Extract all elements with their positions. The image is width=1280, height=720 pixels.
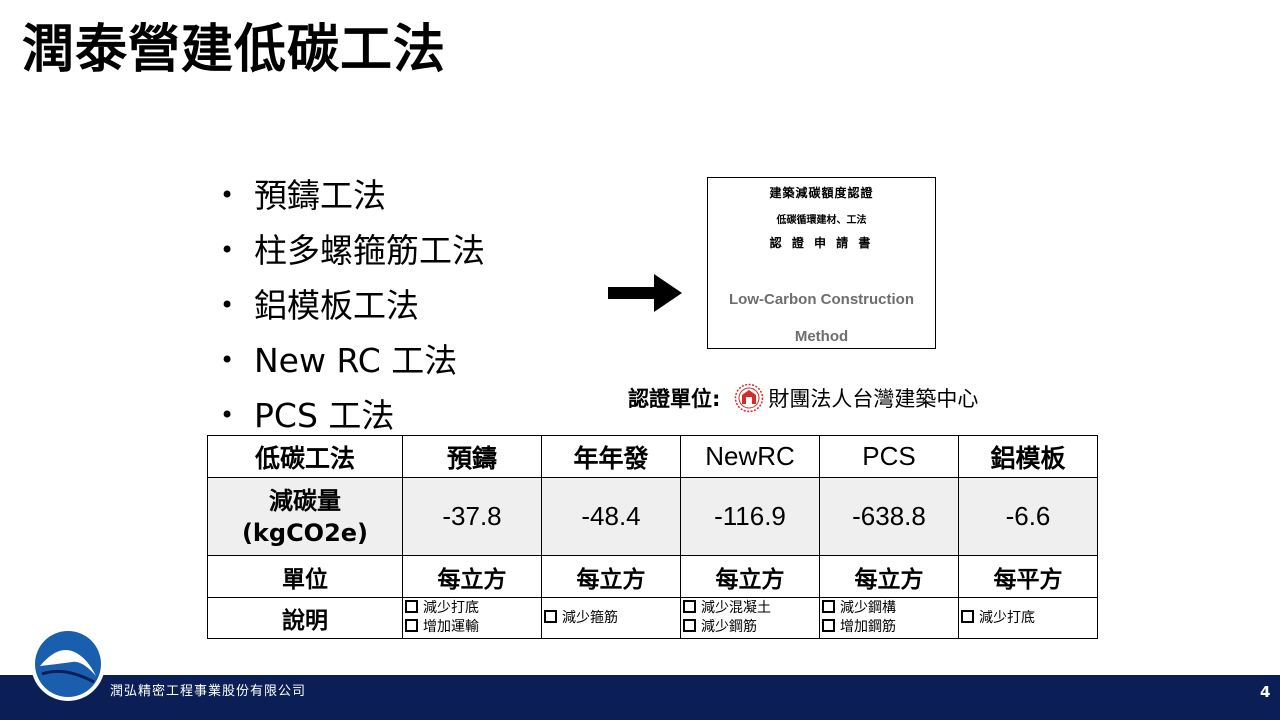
carbon-reduction-table: 低碳工法 預鑄 年年發 NewRC PCS 鋁模板 減碳量 (kgCO2e) -…	[207, 435, 1098, 639]
table-header-row: 低碳工法 預鑄 年年發 NewRC PCS 鋁模板	[207, 435, 1098, 478]
table-header-cell: 年年發	[541, 435, 681, 478]
cert-org-name: 財團法人台灣建築中心	[768, 387, 979, 411]
bullet-dot-icon: •	[220, 181, 235, 209]
unit-cell: 每立方	[680, 555, 820, 598]
reduction-value-cell: -37.8	[402, 477, 542, 556]
unit-cell: 每平方	[958, 555, 1098, 598]
checkbox-icon	[822, 600, 835, 613]
row-label-description: 說明	[207, 597, 403, 639]
checkbox-icon	[544, 609, 557, 623]
checkbox-icon	[405, 600, 418, 613]
slide-title: 潤泰營建低碳工法	[22, 20, 447, 80]
row-label-unit: 單位	[207, 555, 403, 598]
row-label-reduction: 減碳量 (kgCO2e)	[207, 477, 403, 556]
table-header-cell: 低碳工法	[207, 435, 403, 478]
certificate-heading: 認 證 申 請 書	[769, 236, 874, 250]
table-header-cell: PCS	[819, 435, 959, 478]
table-header-cell: 鋁模板	[958, 435, 1098, 478]
unit-cell: 每立方	[541, 555, 681, 598]
certificate-english-line: Method	[794, 328, 849, 345]
bullet-dot-icon: •	[220, 236, 235, 264]
page-number: 4	[1260, 683, 1271, 701]
description-cell: 減少箍筋	[541, 597, 681, 639]
table-header-cell: 預鑄	[402, 435, 542, 478]
certificate-english-line: Low-Carbon Construction	[729, 291, 914, 308]
bullet-item: •鋁模板工法	[216, 278, 485, 333]
table-row-description: 說明 減少打底 增加運輸 減少箍筋 減少混凝土 減少鋼筋 減少鋼構 增加鋼筋 減…	[207, 597, 1098, 639]
taiwan-architecture-center-logo-icon	[735, 383, 764, 413]
bullet-item: •PCS 工法	[216, 388, 485, 443]
description-cell: 減少混凝土 減少鋼筋	[680, 597, 820, 639]
certification-organization: 認證單位: 財團法人台灣建築中心	[628, 382, 978, 414]
checkbox-icon	[683, 600, 696, 613]
checkbox-icon	[683, 619, 696, 632]
checkbox-icon	[961, 609, 974, 623]
table-row-unit: 單位 每立方 每立方 每立方 每立方 每平方	[207, 555, 1098, 598]
checkbox-icon	[822, 619, 835, 632]
reduction-value-cell: -6.6	[958, 477, 1098, 556]
bullet-dot-icon: •	[220, 346, 235, 374]
footer-bar: 潤弘精密工程事業股份有限公司 4	[0, 675, 1280, 720]
unit-cell: 每立方	[402, 555, 542, 598]
right-arrow-icon	[608, 274, 682, 312]
description-cell: 減少鋼構 增加鋼筋	[819, 597, 959, 639]
company-logo-icon	[31, 627, 105, 701]
description-cell: 減少打底 增加運輸	[402, 597, 542, 639]
table-row-reduction: 減碳量 (kgCO2e) -37.8 -48.4 -116.9 -638.8 -…	[207, 477, 1098, 556]
reduction-value-cell: -48.4	[541, 477, 681, 556]
unit-cell: 每立方	[819, 555, 959, 598]
bullet-item: •New RC 工法	[216, 333, 485, 388]
bullet-item: •柱多螺箍筋工法	[216, 223, 485, 278]
reduction-value-cell: -116.9	[680, 477, 820, 556]
bullet-dot-icon: •	[220, 291, 235, 319]
certificate-subtitle: 低碳循環建材、工法	[776, 215, 867, 226]
certificate-document: 建築減碳額度認證 低碳循環建材、工法 認 證 申 請 書 Low-Carbon …	[707, 177, 936, 349]
reduction-value-cell: -638.8	[819, 477, 959, 556]
checkbox-icon	[405, 619, 418, 632]
method-bullet-list: •預鑄工法 •柱多螺箍筋工法 •鋁模板工法 •New RC 工法 •PCS 工法	[216, 168, 485, 443]
table-header-cell: NewRC	[680, 435, 820, 478]
company-name: 潤弘精密工程事業股份有限公司	[110, 684, 307, 699]
bullet-item: •預鑄工法	[216, 168, 485, 223]
description-cell: 減少打底	[958, 597, 1098, 639]
cert-org-label: 認證單位:	[628, 387, 721, 411]
certificate-title: 建築減碳額度認證	[769, 186, 874, 200]
bullet-dot-icon: •	[220, 401, 235, 429]
